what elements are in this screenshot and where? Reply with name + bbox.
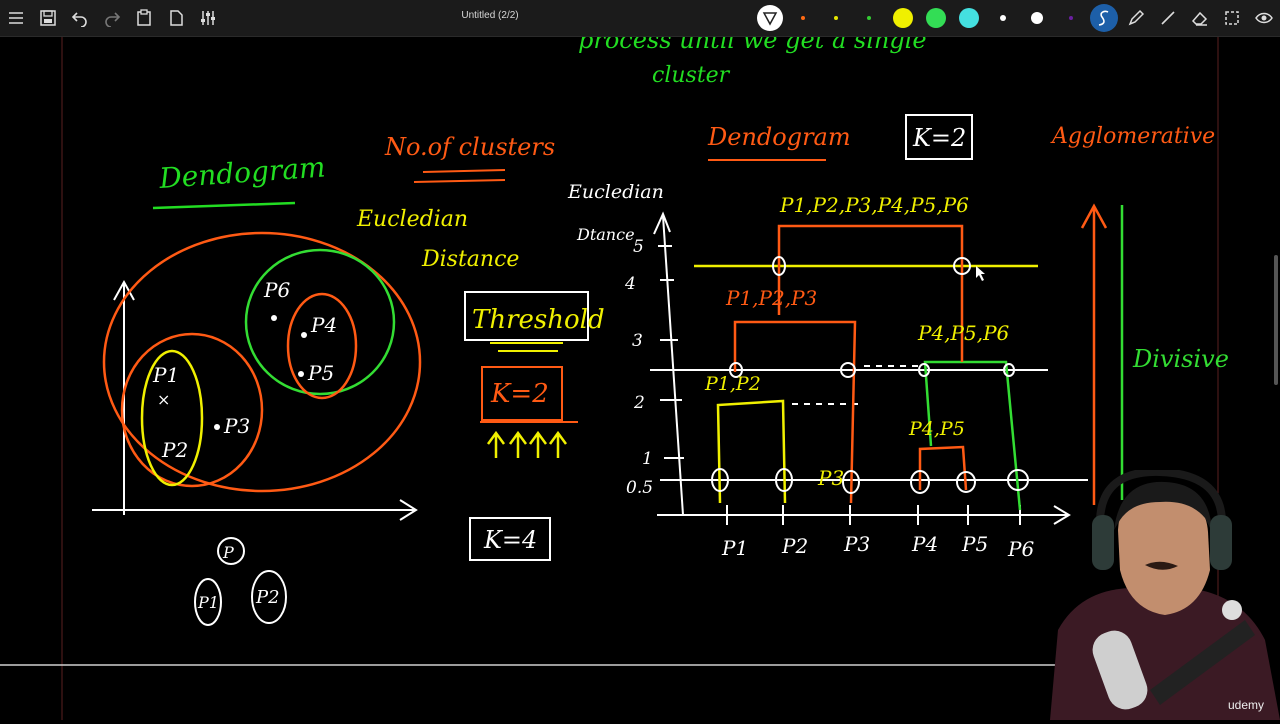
scatter-point-p5 [298,371,304,377]
small-circle-p2-label: P2 [255,587,280,608]
label-p4p5p6: P4,P5,P6 [917,321,1010,345]
threshold-label: Threshold [472,305,605,335]
scatter-x-axis [92,500,416,520]
save-icon[interactable] [36,6,60,30]
lasso-tool-icon[interactable] [757,5,783,31]
right-dendogram-title: Dendogram [707,123,851,151]
link-p1-p2 [718,401,785,503]
scatter-point-p4 [301,332,307,338]
x-tick-p3: P3 [843,532,870,556]
y-tick-1: 1 [642,449,653,469]
scatter-point-p1: × [157,390,170,409]
scatter-label-p4: P4 [310,313,337,337]
color-swatch-white[interactable] [1031,12,1043,24]
left-title-underline [153,203,295,208]
color-swatch-yellow[interactable] [893,8,913,28]
color-swatch-cyan[interactable] [959,8,979,28]
k2-left-label: K=2 [490,379,549,409]
page-icon[interactable] [164,6,188,30]
left-dendogram-title: Dendogram [157,150,326,195]
small-circle-p-label: P [222,543,234,562]
agglomerative-arrow [1082,206,1106,505]
x-tick-p4: P4 [911,532,938,556]
color-swatch-purple-small[interactable] [1069,16,1073,20]
label-p3: P3 [817,466,844,490]
x-tick-labels: P1 P2 P3 P4 P5 P6 [721,532,1034,561]
dendrogram-y-axis [654,214,683,515]
headphone-left [1092,515,1114,570]
pen-icon[interactable] [1124,6,1148,30]
no-of-clusters-underline [414,170,505,182]
magic-pen-icon[interactable] [1090,4,1118,32]
color-swatch-white-small[interactable] [1000,15,1006,21]
label-p4p5: P4,P5 [908,418,965,440]
header-note-line1: process until we get a single [578,37,927,54]
scatter-label-p2: P2 [161,438,188,462]
scatter-label-p6: P6 [263,278,290,302]
threshold-underline [490,343,563,351]
paste-icon[interactable] [132,6,156,30]
color-swatch-green-small[interactable] [867,16,871,20]
y-tick-4: 4 [624,274,636,294]
y-axis-label-line1: Eucledian [567,181,664,203]
label-p1p2: P1,P2 [704,373,761,395]
k2-right-label: K=2 [912,124,966,152]
color-swatch-yellow-small[interactable] [834,16,838,20]
euclidean-label-line1: Eucledian [356,207,468,232]
cursor-icon [976,266,985,281]
scatter-label-p5: P5 [307,361,334,385]
y-tick-3: 3 [632,331,643,351]
vertical-scrollbar[interactable] [1274,255,1278,385]
dendrogram-x-axis [657,506,1069,524]
no-of-clusters-label: No.of clusters [384,133,555,161]
top-toolbar: Untitled (2/2) [0,0,1280,37]
y-tick-0-5: 0.5 [626,478,653,498]
eraser-icon[interactable] [1188,6,1212,30]
k4-label: K=4 [483,526,537,554]
scatter-points: P1 × P2 P3 P4 P5 P6 [152,278,337,462]
scatter-y-axis [114,282,134,515]
settings-sliders-icon[interactable] [196,6,220,30]
mic-mount [1222,600,1242,620]
udemy-watermark: udemy [1228,698,1264,712]
line-icon[interactable] [1156,6,1180,30]
header-note-line2: cluster [652,63,731,88]
color-swatch-green[interactable] [926,8,946,28]
presenter-webcam [1040,470,1280,720]
agglomerative-label: Agglomerative [1050,124,1215,149]
document-title: Untitled (2/2) [430,10,550,21]
link-p4-p5 [920,447,966,490]
headphone-right [1210,515,1232,570]
scatter-label-p1: P1 [152,363,179,387]
divisive-label: Divisive [1132,345,1229,373]
scatter-label-p3: P3 [223,414,250,438]
redo-icon[interactable] [100,6,124,30]
color-swatch-orange-small[interactable] [801,16,805,20]
small-circle-p1-label: P1 [197,593,219,612]
eye-icon[interactable] [1252,6,1276,30]
up-arrows [488,433,566,458]
x-tick-p5: P5 [961,532,988,556]
select-icon[interactable] [1220,6,1244,30]
scatter-point-p3 [214,424,220,430]
x-tick-p1: P1 [721,536,748,560]
x-tick-p2: P2 [781,534,808,558]
y-axis-label-line2: Dtance [576,225,635,244]
scatter-point-p6 [271,315,277,321]
y-tick-2: 2 [633,393,645,413]
x-tick-p6: P6 [1007,537,1034,561]
undo-icon[interactable] [68,6,92,30]
label-all-points: P1,P2,P3,P4,P5,P6 [779,193,969,217]
label-p1p2p3: P1,P2,P3 [725,286,817,310]
y-tick-5: 5 [633,237,644,257]
menu-icon[interactable] [4,6,28,30]
y-tick-labels: 5 4 3 2 1 0.5 [624,237,653,498]
euclidean-label-line2: Distance [421,247,519,272]
